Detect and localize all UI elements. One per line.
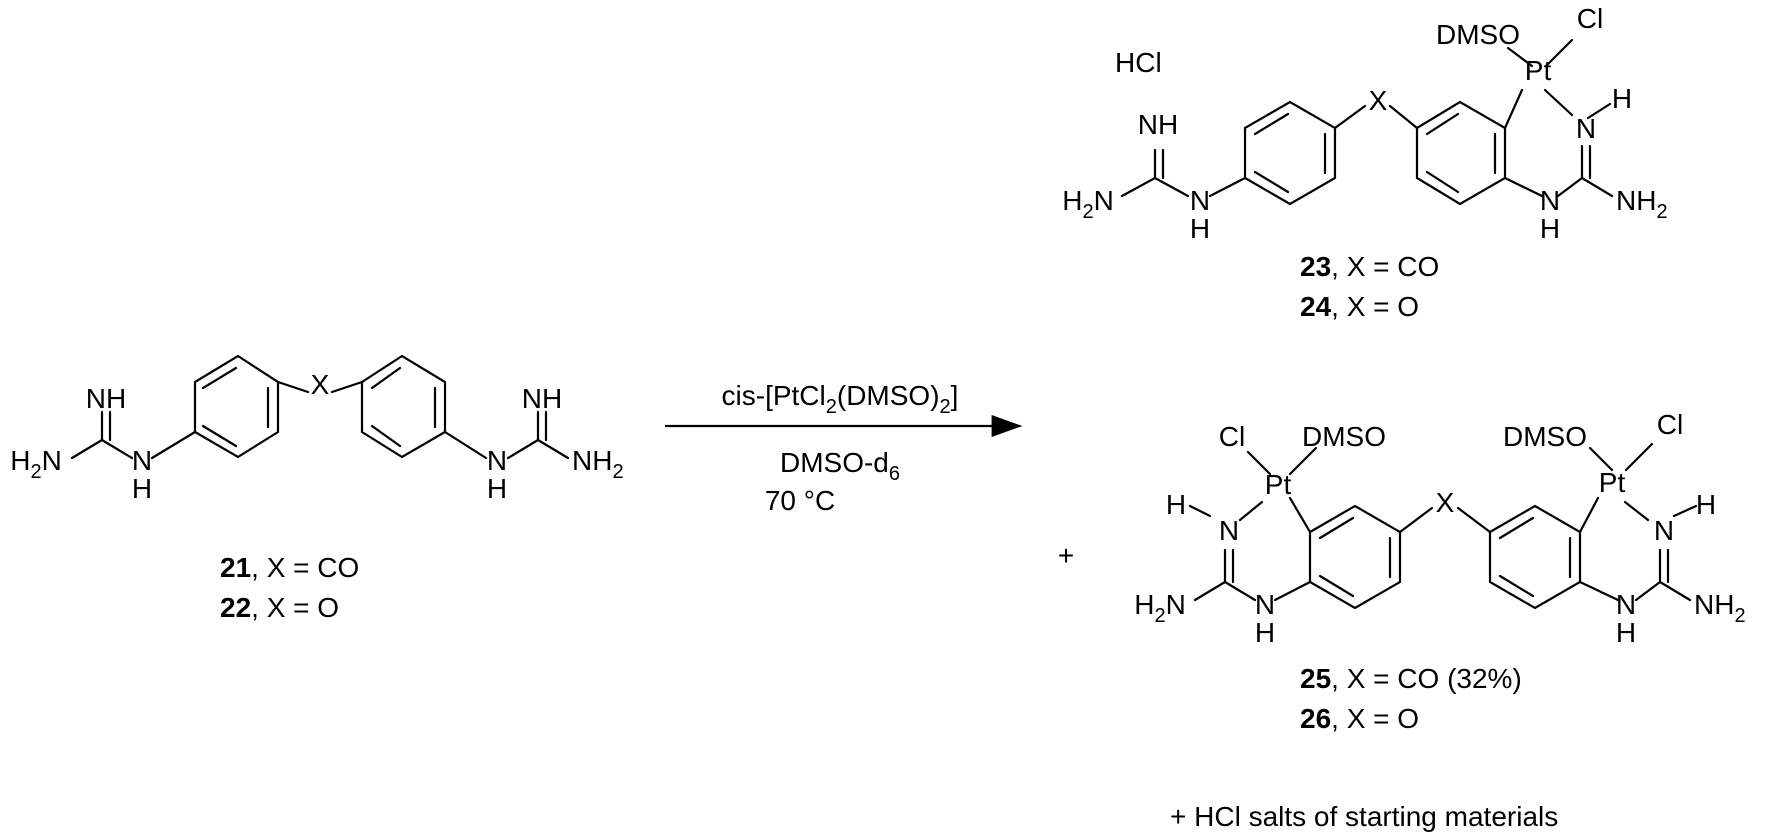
atom-label: N [1255,589,1275,620]
reagent-label: cis-[PtCl2(DMSO)2] [722,380,959,418]
atom-label: DMSO [1302,421,1386,452]
atom-label: H [1255,617,1275,648]
atom-label: NH [86,383,126,414]
temperature-label: 70 °C [765,485,835,516]
atom-label: Cl [1219,421,1245,452]
starting-material-structure: X NH N H H2N NH N H NH2 21, X = CO 22, X… [10,354,624,623]
atom-label: Pt [1599,467,1626,498]
atom-label: N [1616,589,1636,620]
atom-label: Cl [1577,3,1603,34]
atom-label: X [1369,85,1388,116]
atom-label: N [1219,515,1239,546]
product-25-structure: Cl DMSO Pt H N N H H2N X DMSO Cl Pt N H … [1134,409,1745,734]
atom-label: H [132,473,152,504]
atom-label: X [311,369,330,400]
atom-label: H [1166,489,1186,520]
compound-label-22: 22, X = O [220,592,339,623]
atom-label: H [487,473,507,504]
atom-label: N [132,445,152,476]
solvent-label: DMSO-d6 [780,447,900,485]
compound-label-21: 21, X = CO [220,552,359,583]
plus-sign: + [1058,540,1074,571]
atom-label: N [487,445,507,476]
atom-label: NH2 [1694,589,1746,627]
reaction-arrow-group: cis-[PtCl2(DMSO)2] DMSO-d6 70 °C [665,380,1023,516]
atom-label: HCl [1115,47,1162,78]
atom-label: NH [1138,109,1178,140]
compound-label-26: 26, X = O [1300,703,1419,734]
atom-label: Pt [1525,55,1552,86]
atom-label: H [1190,213,1210,244]
atom-label: NH [522,383,562,414]
atom-label: DMSO [1503,421,1587,452]
product-23-structure: HCl NH N H H2N X Pt DMSO Cl N H N H NH2 … [1062,3,1667,322]
compound-label-24: 24, X = O [1300,291,1419,322]
atom-label: Pt [1265,469,1292,500]
atom-label: N [1190,185,1210,216]
atom-label: Cl [1657,409,1683,440]
atom-label: X [1436,487,1455,518]
compound-label-23: 23, X = CO [1300,251,1439,282]
atom-label: H2N [1134,589,1186,627]
atom-label: H [1612,83,1632,114]
atom-label: H2N [10,445,62,483]
atom-label: DMSO [1436,19,1520,50]
footnote-text: + HCl salts of starting materials [1170,801,1558,832]
atom-label: NH2 [572,445,624,483]
atom-label: H [1616,617,1636,648]
atom-label: N [1654,515,1674,546]
atom-label: NH2 [1616,185,1668,223]
compound-label-25: 25, X = CO (32%) [1300,663,1522,694]
atom-label: N [1540,185,1560,216]
atom-label: H [1696,489,1716,520]
atom-label: H2N [1062,185,1114,223]
atom-label: H [1540,213,1560,244]
atom-label: N [1576,113,1596,144]
